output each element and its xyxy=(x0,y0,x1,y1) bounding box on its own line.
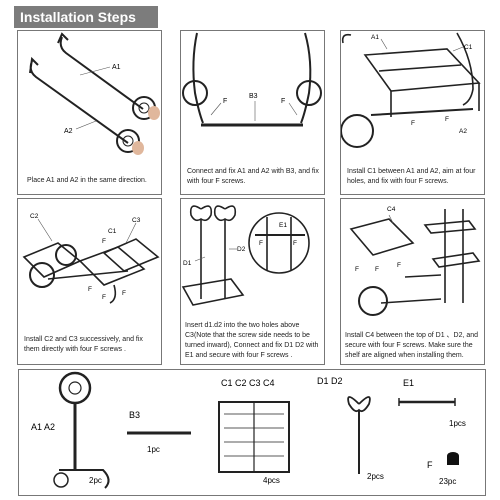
step-3-panel: A1 C1 F F A2 Install C1 between A1 and A… xyxy=(340,30,485,195)
label-a2: A2 xyxy=(459,128,467,135)
label-f-right: F xyxy=(281,98,285,105)
label-c2: C2 xyxy=(30,213,39,220)
label-f-1: F xyxy=(102,238,106,245)
installation-steps-title: Installation Steps xyxy=(14,6,158,28)
part-f-qty: 23pc xyxy=(439,477,456,486)
step-6-illustration: C4 F F F xyxy=(349,206,481,316)
step-1-caption: Place A1 and A2 in the same direction. xyxy=(27,177,147,184)
label-c3: C3 xyxy=(132,217,141,224)
parts-illustration: A1 A2 2pc B3 1pc C1 C2 C3 C4 4pcs D1 D2 … xyxy=(31,371,466,489)
part-e1-qty: 1pcs xyxy=(449,419,466,428)
part-f-name: F xyxy=(427,460,433,470)
part-c-name: C1 C2 C3 C4 xyxy=(221,378,275,388)
part-b3-qty: 1pc xyxy=(147,445,160,454)
part-e1-name: E1 xyxy=(403,378,414,388)
label-c1: C1 xyxy=(464,44,473,51)
step-4-panel: C2 C3 C1 F F F F Install C2 and C3 succe… xyxy=(17,198,162,365)
label-f-2: F xyxy=(445,116,449,123)
step-4-caption: Install C2 and C3 successively, and fix … xyxy=(24,336,143,354)
part-b3-name: B3 xyxy=(129,410,140,420)
label-f-4: F xyxy=(122,290,126,297)
parts-list-panel: A1 A2 2pc B3 1pc C1 C2 C3 C4 4pcs D1 D2 … xyxy=(18,369,486,496)
step-2-illustration: F B3 F xyxy=(182,32,322,127)
step-2-caption: Connect and fix A1 and A2 with B3, and f… xyxy=(187,168,319,186)
label-d2: D2 xyxy=(237,246,246,253)
label-d1: D1 xyxy=(183,260,192,267)
label-f-3: F xyxy=(102,294,106,301)
step-3-caption: Install C1 between A1 and A2, aim at fou… xyxy=(347,168,476,186)
label-f-1: F xyxy=(355,266,359,273)
part-d-qty: 2pcs xyxy=(367,472,384,481)
label-f-left: F xyxy=(259,240,263,247)
label-a2: A2 xyxy=(64,128,73,135)
label-e1: E1 xyxy=(279,222,287,229)
label-f-left: F xyxy=(223,98,227,105)
label-f-1: F xyxy=(411,120,415,127)
step-5-caption: Insert d1.d2 into the two holes above C3… xyxy=(185,322,319,360)
label-a1: A1 xyxy=(371,34,379,41)
part-c-qty: 4pcs xyxy=(263,476,280,485)
step-3-illustration: A1 C1 F F A2 xyxy=(341,32,481,148)
label-f-2: F xyxy=(88,286,92,293)
label-f-2: F xyxy=(375,266,379,273)
part-a1-a2-qty: 2pc xyxy=(89,476,102,485)
label-c1: C1 xyxy=(108,228,117,235)
label-f-3: F xyxy=(397,262,401,269)
step-2-panel: F B3 F Connect and fix A1 and A2 with B3… xyxy=(180,30,325,195)
part-d-name: D1 D2 xyxy=(317,376,343,386)
step-1-illustration: A1 A2 xyxy=(29,32,160,155)
label-f-right: F xyxy=(293,240,297,247)
step-5-illustration: D1 D2 E1 F F xyxy=(181,205,310,306)
step-1-panel: A1 A2 Place A1 and A2 in the same direct… xyxy=(17,30,162,195)
step-6-panel: C4 F F F Install C4 between the top of D… xyxy=(340,198,485,365)
step-6-caption: Install C4 between the top of D1 、D2, an… xyxy=(345,332,479,360)
part-a1-a2-name: A1 A2 xyxy=(31,422,55,432)
label-a1: A1 xyxy=(112,64,121,71)
label-c4: C4 xyxy=(387,206,396,213)
label-b3: B3 xyxy=(249,93,258,100)
step-4-illustration: C2 C3 C1 F F F F xyxy=(22,213,160,304)
step-5-panel: D1 D2 E1 F F Insert d1.d2 into the two h… xyxy=(180,198,325,365)
